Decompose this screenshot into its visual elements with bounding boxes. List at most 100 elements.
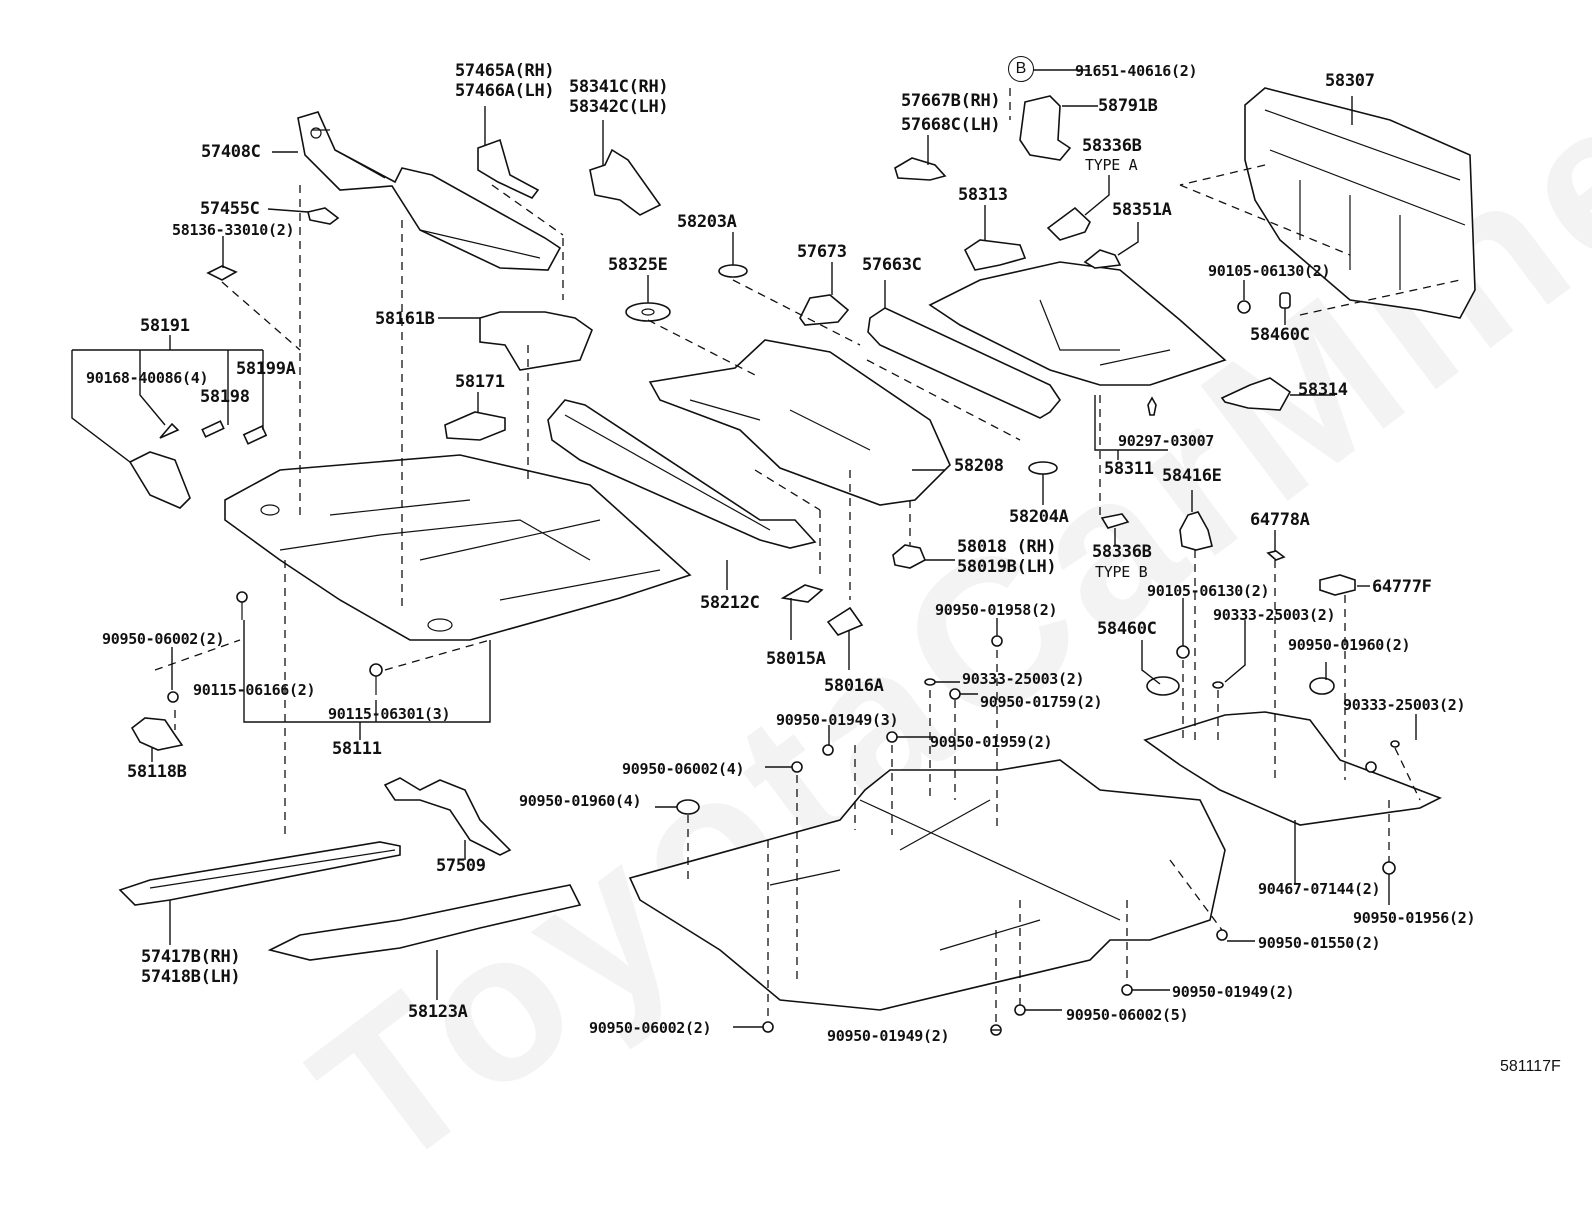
label-57465a: 57465A(RH): [455, 61, 555, 81]
label-90115-06301: 90115-06301(3): [328, 705, 451, 723]
label-58111: 58111: [332, 739, 382, 759]
label-58313: 58313: [958, 185, 1008, 205]
label-58311: 58311: [1104, 459, 1154, 479]
diagram-code: 581117F: [1500, 1058, 1561, 1075]
part-58204a: [1028, 461, 1058, 475]
label-58123a: 58123A: [408, 1002, 468, 1022]
part-58341c: [589, 148, 662, 216]
label-90333-25003-a: 90333-25003(2): [1213, 606, 1336, 624]
part-57667b: [894, 157, 947, 181]
label-90168-40086: 90168-40086(4): [86, 369, 209, 387]
label-58460c-top: 58460C: [1250, 325, 1310, 345]
part-57465a: [477, 138, 540, 200]
label-58212c: 58212C: [700, 593, 760, 613]
part-58314: [1220, 377, 1292, 411]
label-57408c: 57408C: [201, 142, 261, 162]
part-58018: [892, 544, 927, 569]
label-58341c: 58341C(RH): [569, 77, 669, 97]
label-90950-01550: 90950-01550(2): [1258, 934, 1381, 952]
label-58118b: 58118B: [127, 762, 187, 782]
part-58111: [224, 454, 692, 641]
label-57417b-rh: 57417B(RH): [141, 947, 241, 967]
part-main-floor-lower: [628, 759, 1226, 1011]
label-90105-06130-mid: 90105-06130(2): [1147, 582, 1270, 600]
label-64777f: 64777F: [1372, 577, 1432, 597]
part-57673: [799, 294, 850, 326]
part-58123a: [267, 884, 582, 961]
part-58016a: [826, 606, 864, 636]
label-90950-01958: 90950-01958(2): [935, 601, 1058, 619]
label-90950-06002-4: 90950-06002(4): [622, 760, 745, 778]
label-58136-33010: 58136-33010(2): [172, 221, 295, 239]
label-58018-rh: 58018 (RH): [957, 537, 1057, 557]
label-58191: 58191: [140, 316, 190, 336]
part-58015a: [780, 584, 824, 603]
label-58199a: 58199A: [236, 359, 296, 379]
label-90333-25003-b: 90333-25003(2): [1343, 696, 1466, 714]
part-57509: [383, 777, 512, 856]
label-58460c-mid: 58460C: [1097, 619, 1157, 639]
label-58351a: 58351A: [1112, 200, 1172, 220]
label-57418b-lh: 57418B(LH): [141, 967, 241, 987]
label-90950-06002-5: 90950-06002(5): [1066, 1006, 1189, 1024]
label-90115-06166: 90115-06166(2): [193, 681, 316, 699]
part-rear-floor-right: [1143, 711, 1442, 826]
callout-b: B: [1008, 56, 1034, 82]
label-64778a: 64778A: [1250, 510, 1310, 530]
part-64778a: [1266, 550, 1286, 561]
label-90950-01949-2b: 90950-01949(2): [1172, 983, 1295, 1001]
label-57455c: 57455C: [200, 199, 260, 219]
label-58204a: 58204A: [1009, 507, 1069, 527]
label-57663c: 57663C: [862, 255, 922, 275]
label-90105-06130-top: 90105-06130(2): [1208, 262, 1331, 280]
label-90333-25003-c: 90333-25003(2): [962, 670, 1085, 688]
part-64777F: [1319, 574, 1356, 596]
label-90950-01960-2: 90950-01960(2): [1288, 636, 1411, 654]
label-58314: 58314: [1298, 380, 1348, 400]
part-58171: [444, 411, 506, 441]
part-58460c-top: [1279, 292, 1291, 309]
label-90950-01956: 90950-01956(2): [1353, 909, 1476, 927]
part-57663c: [867, 307, 1061, 419]
part-58351a: [1083, 249, 1122, 269]
label-58015a: 58015A: [766, 649, 826, 669]
label-type-a: TYPE A: [1085, 156, 1138, 174]
label-90950-01949-3: 90950-01949(3): [776, 711, 899, 729]
label-58161b: 58161B: [375, 309, 435, 329]
label-58171: 58171: [455, 372, 505, 392]
part-58416e: [1179, 511, 1213, 551]
label-90467-07144: 90467-07144(2): [1258, 880, 1381, 898]
leader-lines: [71, 69, 1417, 1031]
label-58342c: 58342C(LH): [569, 97, 669, 117]
label-90950-06002-2b: 90950-06002(2): [589, 1019, 712, 1037]
part-58191: [128, 451, 191, 509]
label-57509: 57509: [436, 856, 486, 876]
label-90950-01960-4: 90950-01960(4): [519, 792, 642, 810]
part-57455c: [307, 207, 340, 225]
label-90297-03007: 90297-03007: [1118, 432, 1215, 450]
parts-diagram: ToyotaCarMine.ru: [71, 0, 1592, 1215]
label-90950-01759: 90950-01759(2): [980, 693, 1103, 711]
label-91651-40616: 91651-40616(2): [1075, 62, 1198, 80]
label-58416e: 58416E: [1162, 466, 1222, 486]
label-58198: 58198: [200, 387, 250, 407]
label-58203a: 58203A: [677, 212, 737, 232]
label-58307: 58307: [1325, 71, 1375, 91]
part-58336b-type-a: [1046, 206, 1091, 241]
label-90950-06002-2a: 90950-06002(2): [102, 630, 225, 648]
part-58203a: [718, 264, 748, 278]
label-90950-01949-2a: 90950-01949(2): [827, 1027, 950, 1045]
part-58313: [963, 239, 1027, 271]
label-57668c: 57668C(LH): [901, 115, 1001, 135]
part-58118b: [130, 717, 184, 751]
label-58016a: 58016A: [824, 676, 884, 696]
label-58336b-type-a: 58336B: [1082, 136, 1142, 156]
label-58325e: 58325E: [608, 255, 668, 275]
part-58161b: [479, 311, 593, 371]
part-58307: [1244, 87, 1476, 319]
part-58136: [206, 265, 238, 281]
part-58208: [648, 339, 951, 506]
label-57466a: 57466A(LH): [455, 81, 555, 101]
assembly-lines: [154, 88, 1461, 1025]
label-57667b: 57667B(RH): [901, 91, 1001, 111]
